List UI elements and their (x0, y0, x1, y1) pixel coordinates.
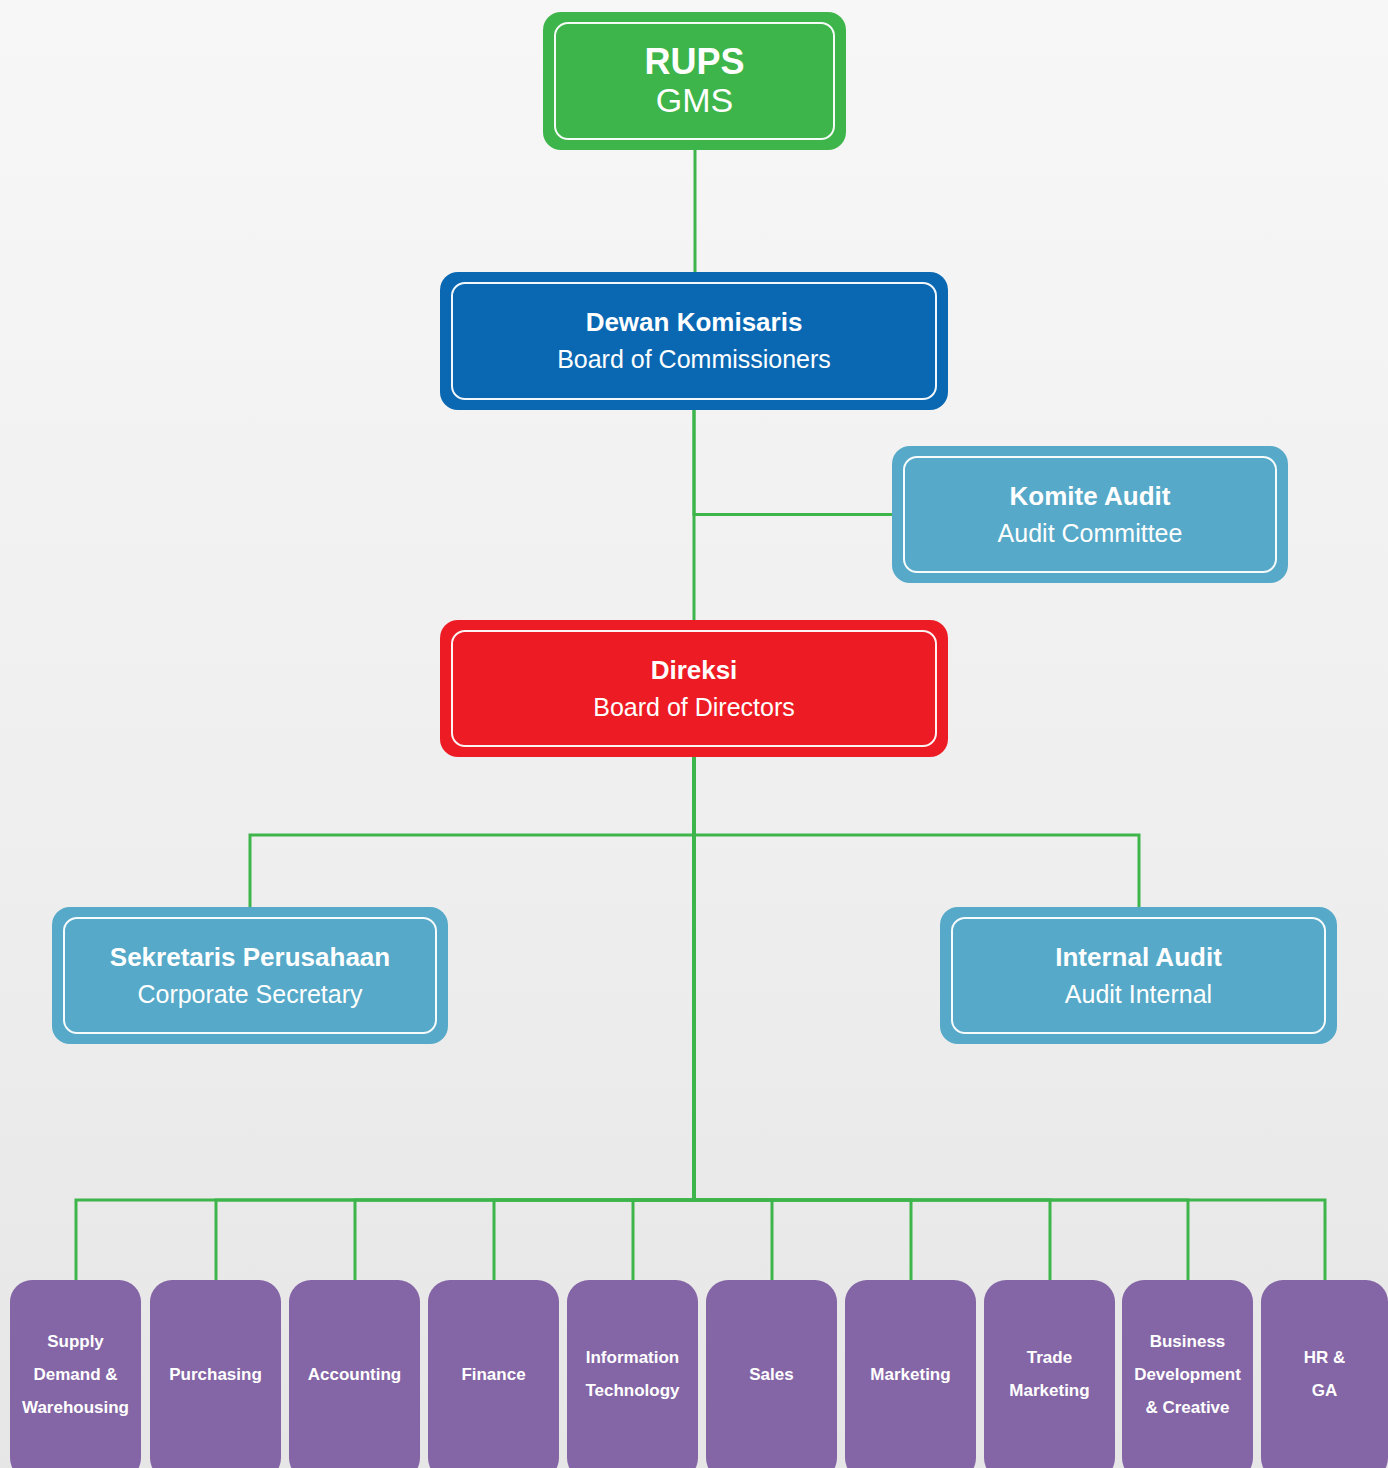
inner-outline (63, 917, 437, 1034)
gms-box: RUPSGMS (543, 12, 846, 150)
box-label: Trade Marketing (989, 1341, 1110, 1407)
connector-line (494, 757, 694, 1280)
department-box: HR & GA (1261, 1280, 1388, 1468)
box-label: Direksi (651, 652, 738, 689)
commissioners-box: Dewan KomisarisBoard of Commissioners (440, 272, 948, 410)
box-label: Business Development & Creative (1127, 1325, 1248, 1424)
box-label: Internal Audit (1055, 939, 1222, 976)
box-label: Accounting (308, 1358, 402, 1391)
box-label: Board of Commissioners (557, 341, 831, 378)
box-label: RUPS (644, 43, 744, 81)
box-label: Sales (749, 1358, 793, 1391)
inner-outline (451, 282, 937, 400)
department-box: Purchasing (150, 1280, 281, 1468)
committee-box: Komite AuditAudit Committee (892, 446, 1288, 583)
audit-box: Internal AuditAudit Internal (940, 907, 1337, 1044)
box-label: GMS (656, 81, 733, 119)
box-label: Dewan Komisaris (586, 304, 803, 341)
inner-outline (903, 456, 1277, 573)
department-box: Information Technology (567, 1280, 698, 1468)
connector-line (694, 757, 772, 1280)
box-label: Board of Directors (593, 689, 794, 726)
connector-line (693, 410, 696, 620)
box-label: Marketing (870, 1358, 950, 1391)
department-box: Sales (706, 1280, 837, 1468)
box-label: Supply Demand & Warehousing (15, 1325, 136, 1424)
connector-line (694, 150, 697, 272)
department-box: Business Development & Creative (1122, 1280, 1253, 1468)
department-box: Marketing (845, 1280, 976, 1468)
connector-line (694, 757, 911, 1280)
department-box: Supply Demand & Warehousing (10, 1280, 141, 1468)
inner-outline (451, 630, 937, 747)
box-label: HR & GA (1303, 1341, 1347, 1407)
connector-line (633, 757, 694, 1280)
box-label: Komite Audit (1010, 478, 1171, 515)
box-label: Audit Committee (998, 515, 1183, 552)
box-label: Finance (461, 1358, 525, 1391)
box-label: Information Technology (572, 1341, 693, 1407)
department-box: Trade Marketing (984, 1280, 1115, 1468)
connector-line (694, 410, 892, 515)
box-label: Corporate Secretary (137, 976, 362, 1013)
department-box: Finance (428, 1280, 559, 1468)
box-label: Sekretaris Perusahaan (110, 939, 390, 976)
directors-box: DireksiBoard of Directors (440, 620, 948, 757)
connector-line (694, 757, 1139, 907)
department-box: Accounting (289, 1280, 420, 1468)
secretary-box: Sekretaris PerusahaanCorporate Secretary (52, 907, 448, 1044)
box-label: Purchasing (169, 1358, 262, 1391)
connector-line (250, 757, 694, 907)
inner-outline (951, 917, 1326, 1034)
box-label: Audit Internal (1065, 976, 1212, 1013)
